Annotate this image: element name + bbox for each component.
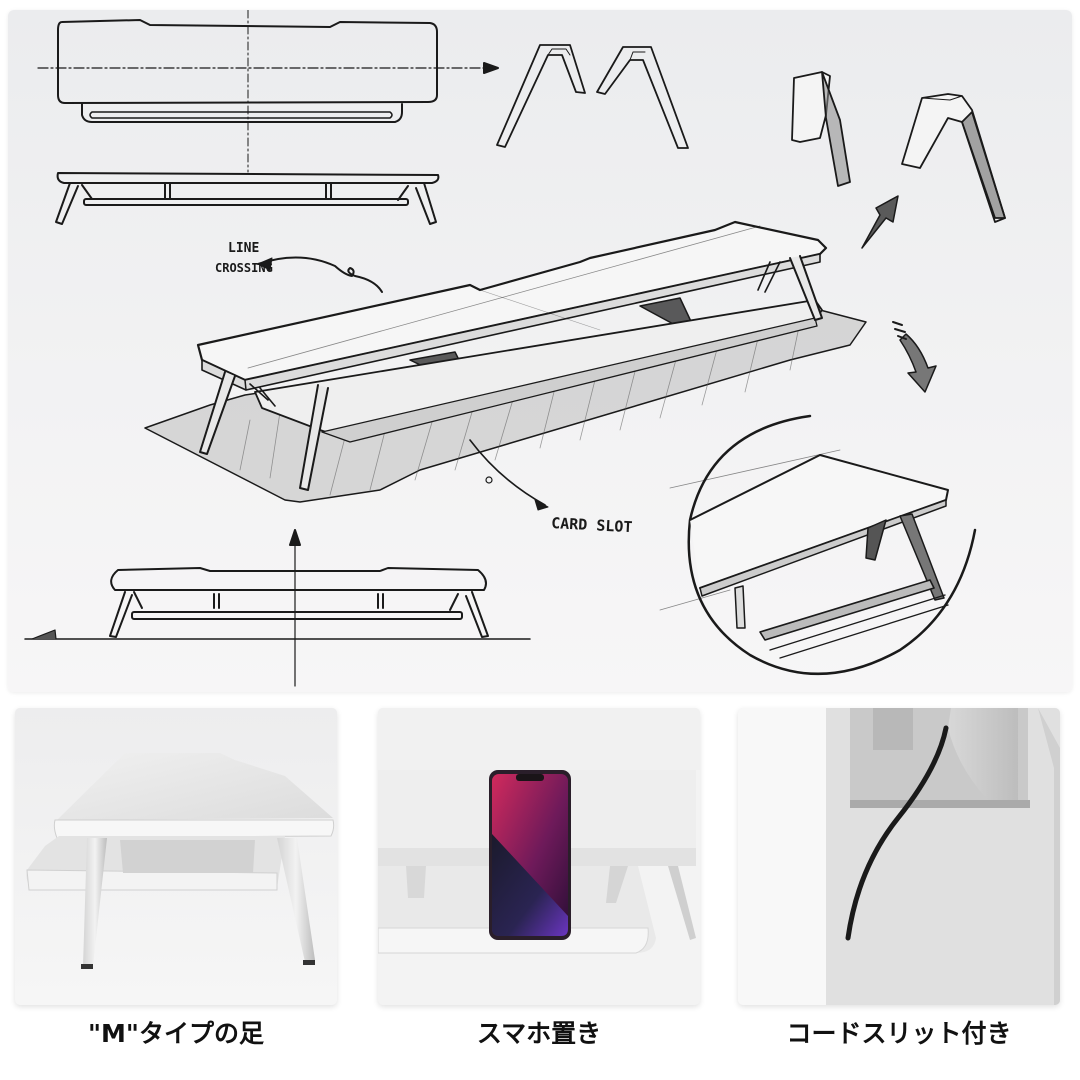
caption-phone-stand: スマホ置き bbox=[476, 1019, 602, 1048]
front-elevation bbox=[55, 172, 440, 225]
feature-photo-cord-slit bbox=[738, 708, 1060, 1005]
cable-through-slit-image bbox=[738, 708, 1060, 1005]
label-card-slot: CARD SLOT bbox=[551, 514, 633, 536]
leg-detail-perspective bbox=[791, 71, 1006, 223]
isometric-main bbox=[144, 220, 867, 511]
sketch-illustration: LINE CROSSING CARD SLOT bbox=[24, 10, 1006, 687]
smartphone bbox=[489, 770, 571, 940]
leg-detail-front bbox=[496, 44, 689, 149]
top-view-plan bbox=[37, 10, 499, 173]
caption-cord-slit: コードスリット付き bbox=[786, 1019, 1012, 1048]
white-stand-side-legs-image bbox=[15, 708, 337, 1005]
feature-photo-phone-stand bbox=[378, 708, 700, 1005]
design-sketch-panel: LINE CROSSING CARD SLOT bbox=[8, 10, 1072, 692]
feature-photo-m-legs bbox=[15, 708, 337, 1005]
arrow-up-right-icon bbox=[861, 195, 899, 249]
label-crossing: CROSSING bbox=[215, 261, 273, 275]
arrow-down-right-icon bbox=[899, 333, 937, 393]
side-elevation bbox=[24, 529, 531, 687]
cable bbox=[845, 725, 949, 941]
label-line: LINE bbox=[228, 241, 259, 256]
phone-in-card-slot-image bbox=[378, 708, 700, 1005]
zoom-detail-circle bbox=[659, 414, 977, 676]
caption-m-legs: "M"タイプの足 bbox=[88, 1019, 264, 1048]
